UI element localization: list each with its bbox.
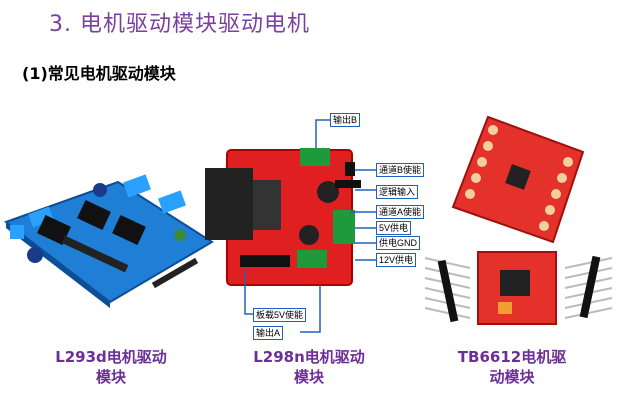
callout-ch-a-enable: 通道A使能 <box>376 205 425 219</box>
tb6612-module-image-bottom <box>424 251 613 325</box>
callout-logic-input: 逻辑输入 <box>376 185 419 199</box>
tb6612-module-image-top <box>451 115 585 244</box>
callout-onboard-5v-enable: 板载5V使能 <box>253 308 307 322</box>
caption-l298n-line2: 模块 <box>293 368 324 386</box>
caption-tb6612: TB6612电机驱 动模块 <box>437 347 587 387</box>
caption-tb6612-line2: 动模块 <box>489 368 535 386</box>
callout-ch-b-enable: 通道B使能 <box>376 163 425 177</box>
slide-subtitle: (1)常见电机驱动模块 <box>22 64 176 83</box>
slide-title: 3. 电机驱动模块驱动电机 <box>49 12 310 37</box>
callout-out-a: 输出A <box>253 326 284 340</box>
caption-l293d: L293d电机驱动 模块 <box>36 347 186 387</box>
caption-l293d-line1: L293d电机驱动 <box>55 348 167 366</box>
l293d-module-image <box>3 174 214 308</box>
caption-tb6612-line1: TB6612电机驱 <box>457 348 567 366</box>
caption-l298n-line1: L298n电机驱动 <box>253 348 365 366</box>
callout-power-12v: 12V供电 <box>376 253 417 267</box>
callout-power-5v: 5V供电 <box>376 221 412 235</box>
caption-l298n: L298n电机驱动 模块 <box>234 347 384 387</box>
callout-out-b: 输出B <box>330 113 361 127</box>
caption-l293d-line2: 模块 <box>95 368 126 386</box>
l298n-module-image <box>205 148 361 286</box>
callout-gnd: 供电GND <box>376 236 420 250</box>
